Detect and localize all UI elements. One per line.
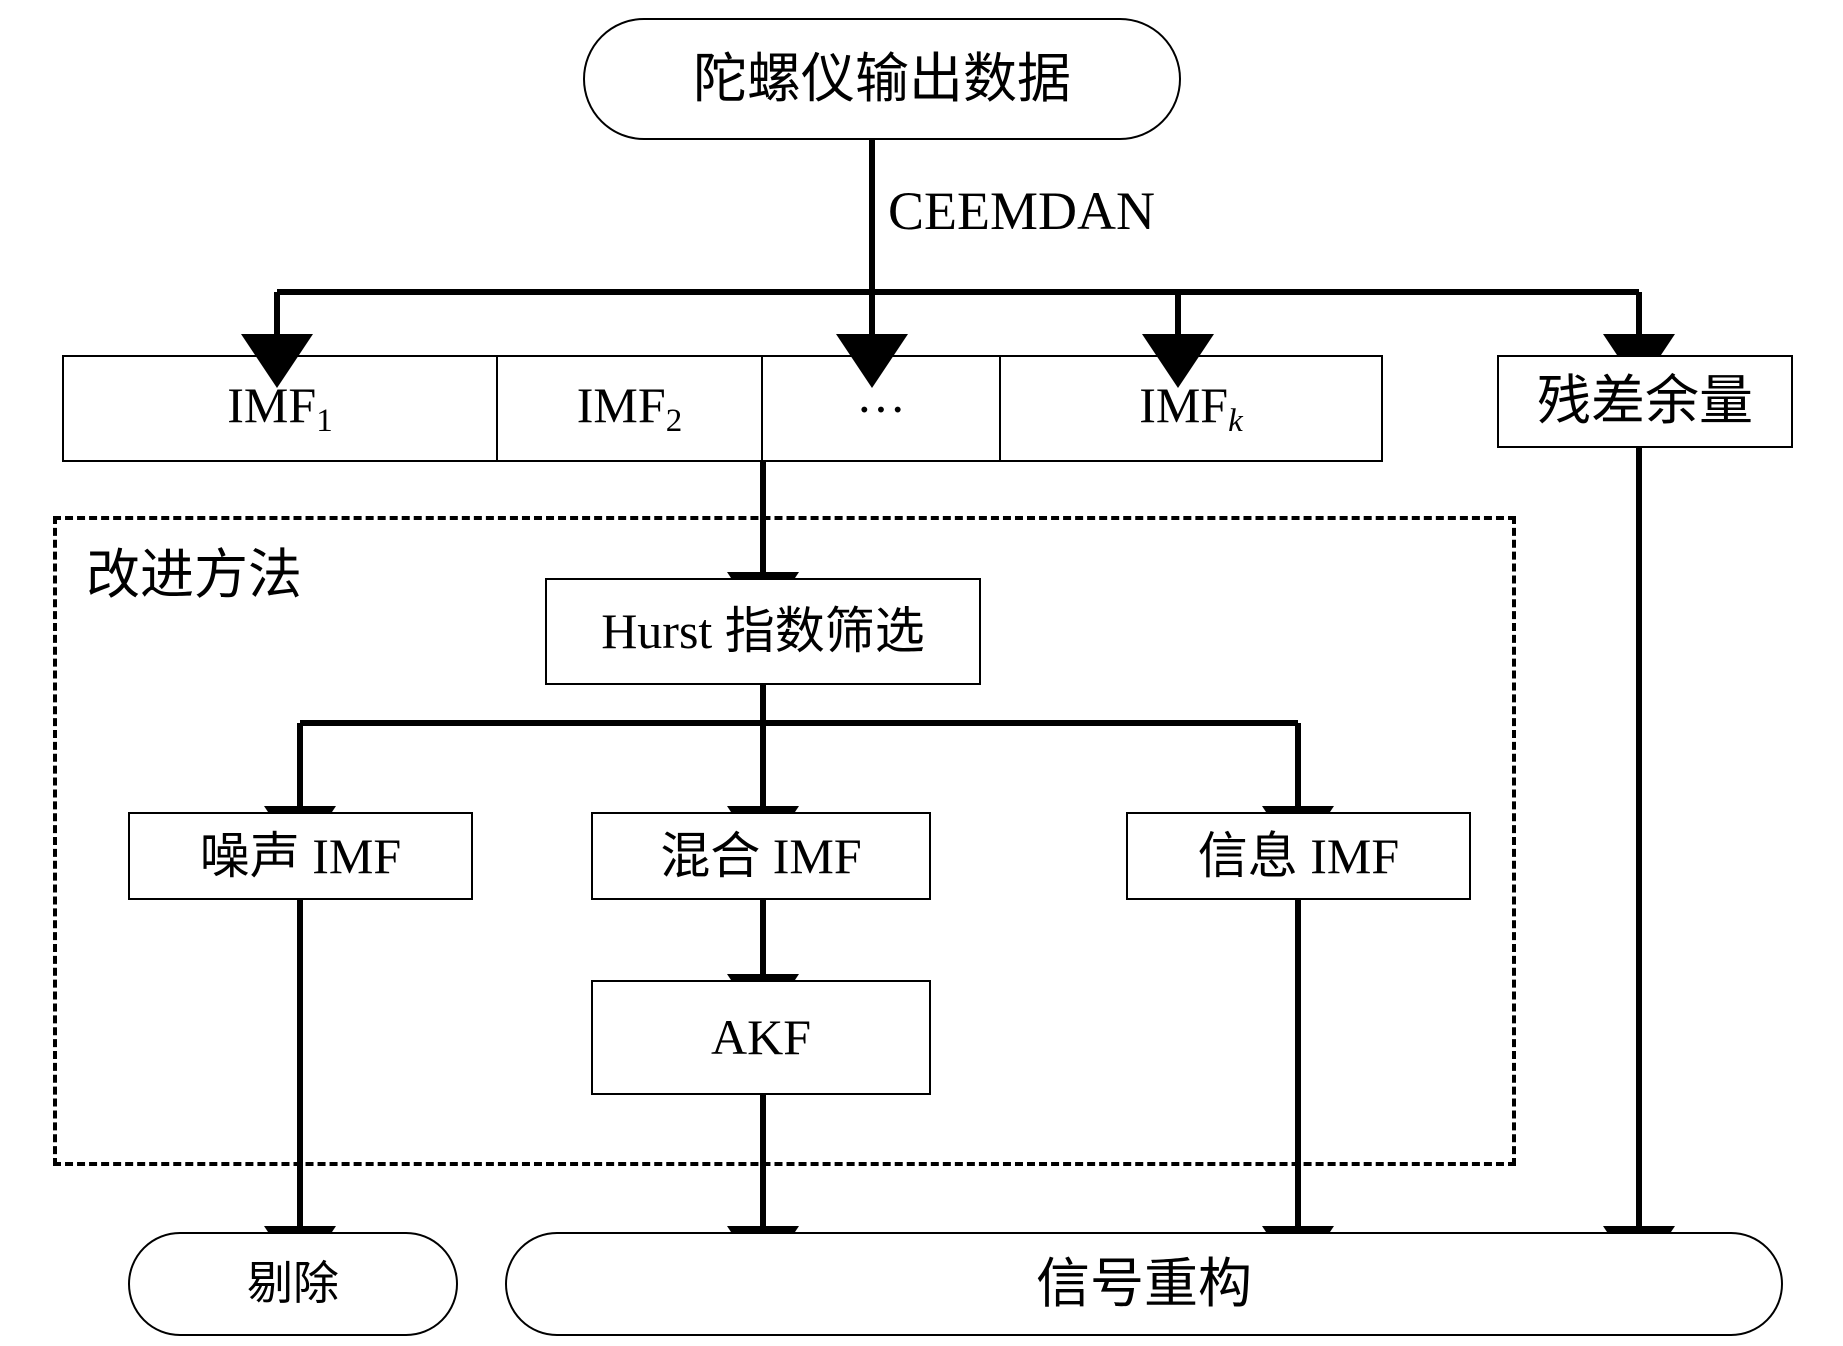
improved-method-label: 改进方法 <box>86 545 302 605</box>
imf-cell-k[interactable]: IMFk <box>1001 355 1383 462</box>
signal-reconstruct-node[interactable]: 信号重构 <box>505 1232 1783 1336</box>
imf-cell-2-label: IMF2 <box>576 377 683 440</box>
imf-cell-1[interactable]: IMF1 <box>62 355 498 462</box>
improved-method-group <box>53 516 1516 1166</box>
akf-node[interactable]: AKF <box>591 980 931 1095</box>
noise-imf-label: 噪声 IMF <box>199 827 402 884</box>
ceemdan-label: CEEMDAN <box>888 181 1155 241</box>
hurst-screening-label: Hurst 指数筛选 <box>601 603 925 660</box>
gyro-output-node[interactable]: 陀螺仪输出数据 <box>583 18 1181 140</box>
residual-label: 残差余量 <box>1537 371 1753 432</box>
imf-cell-1-label: IMF1 <box>227 377 333 440</box>
mixed-imf-label: 混合 IMF <box>660 827 862 884</box>
info-imf-node[interactable]: 信息 IMF <box>1126 812 1471 900</box>
info-imf-label: 信息 IMF <box>1197 827 1400 884</box>
hurst-screening-node[interactable]: Hurst 指数筛选 <box>545 578 981 685</box>
mixed-imf-node[interactable]: 混合 IMF <box>591 812 931 900</box>
noise-imf-node[interactable]: 噪声 IMF <box>128 812 473 900</box>
imf-cell-2[interactable]: IMF2 <box>498 355 763 462</box>
discard-label: 剔除 <box>247 1257 339 1309</box>
imf-ellipsis-label: ··· <box>856 380 906 437</box>
imf-cell-k-label: IMFk <box>1139 377 1243 440</box>
signal-reconstruct-label: 信号重构 <box>1036 1253 1252 1314</box>
gyro-output-label: 陀螺仪输出数据 <box>693 48 1071 109</box>
akf-label: AKF <box>710 1009 812 1066</box>
residual-node[interactable]: 残差余量 <box>1497 355 1793 448</box>
discard-node[interactable]: 剔除 <box>128 1232 458 1336</box>
imf-cell-ellipsis: ··· <box>763 355 1001 462</box>
